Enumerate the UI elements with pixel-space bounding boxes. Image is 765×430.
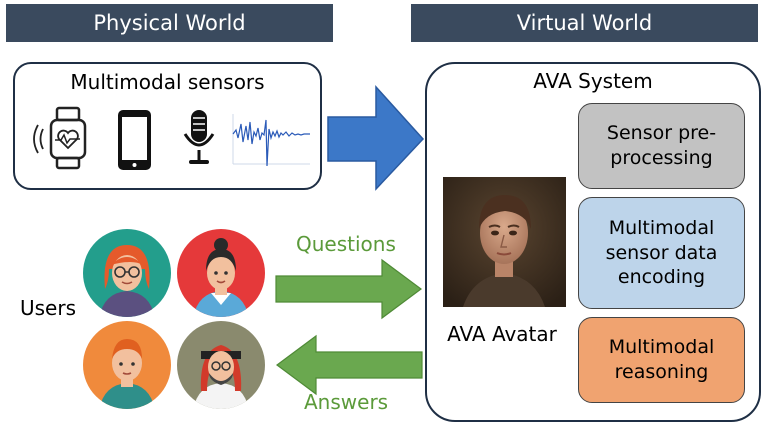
ava-system-title: AVA System xyxy=(533,69,653,93)
questions-label: Questions xyxy=(296,232,396,256)
sensor-preprocessing-label: Sensor pre-processing xyxy=(606,122,717,169)
answers-label: Answers xyxy=(304,390,389,414)
sensor-to-ava-arrow xyxy=(327,85,425,191)
questions-arrow xyxy=(275,258,423,320)
multimodal-encoding-label: Multimodal sensor data encoding xyxy=(605,216,718,289)
multimodal-reasoning-label: Multimodal reasoning xyxy=(608,336,715,383)
sensor-preprocessing-module: Sensor pre-processing xyxy=(578,103,745,189)
ava-avatar-label: AVA Avatar xyxy=(447,322,557,346)
waveform-icon xyxy=(232,114,310,167)
microphone-icon xyxy=(183,110,215,164)
teal-woman-avatar xyxy=(83,229,171,317)
answers-arrow xyxy=(275,334,423,396)
physical-world-title: Physical World xyxy=(93,11,246,35)
ava-avatar-image xyxy=(443,177,566,307)
smartphone-icon xyxy=(118,110,151,170)
virtual-world-title: Virtual World xyxy=(516,11,653,35)
gray-man-avatar xyxy=(177,321,265,409)
smartwatch-icon xyxy=(33,106,87,170)
virtual-world-banner: Virtual World xyxy=(411,4,758,42)
red-woman-avatar xyxy=(177,229,265,317)
multimodal-reasoning-module: Multimodal reasoning xyxy=(578,317,745,403)
sensor-icons xyxy=(33,106,310,170)
multimodal-encoding-module: Multimodal sensor data encoding xyxy=(578,197,745,309)
ava-system-box: AVA System xyxy=(425,62,761,422)
users-label: Users xyxy=(20,296,77,320)
sensors-title: Multimodal sensors xyxy=(70,70,265,94)
sensors-box: Multimodal sensors xyxy=(13,62,322,190)
physical-world-banner: Physical World xyxy=(6,4,333,42)
orange-man-avatar xyxy=(83,321,171,409)
